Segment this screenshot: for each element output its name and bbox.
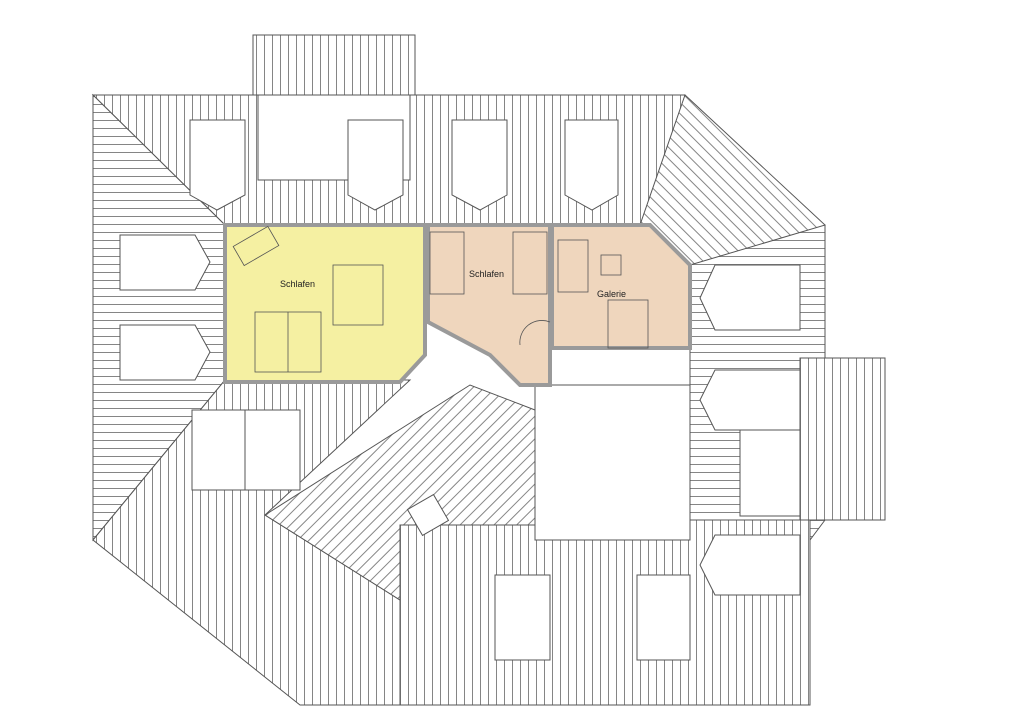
room-label-schlafen-2: Schlafen — [469, 269, 504, 279]
bed — [512, 231, 548, 295]
chimney-roof — [252, 34, 416, 96]
table — [600, 254, 622, 276]
stairs — [332, 264, 384, 326]
door — [519, 320, 551, 346]
room-schlafen-2 — [426, 223, 552, 387]
sofa — [232, 225, 280, 267]
courtyard — [534, 384, 691, 541]
bed — [429, 231, 465, 295]
stairs — [607, 299, 649, 349]
room-label-galerie: Galerie — [597, 289, 626, 299]
room-labels: Schlafen Schlafen Galerie — [280, 269, 626, 299]
room-label-schlafen-1: Schlafen — [280, 279, 315, 289]
room-galerie — [550, 223, 692, 350]
roof-right-annex — [799, 357, 886, 521]
dormers — [119, 119, 801, 661]
sofa — [557, 239, 589, 293]
rooms — [223, 223, 692, 387]
room-schlafen-1 — [223, 223, 427, 384]
